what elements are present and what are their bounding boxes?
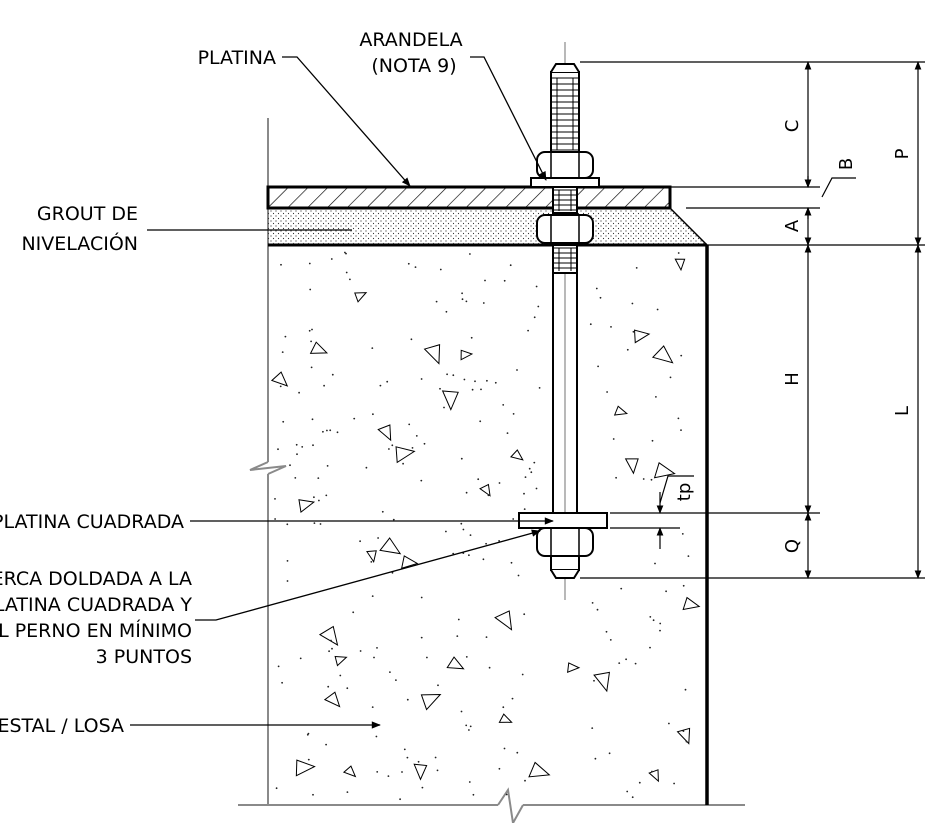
dimension-q: Q [782,539,803,553]
label-grout: GROUT DE [37,203,138,225]
bolt-thread-lower [553,247,577,271]
label-pedestal: PEDESTAL / LOSA [0,715,124,737]
dimension-b: B [836,158,857,170]
leveling-grout [268,206,708,246]
anchor-bolt [518,42,608,600]
label-weld-note-4: 3 PUNTOS [96,646,192,668]
dimension-a: A [782,219,803,232]
label-platina-cuadrada: PLATINA CUADRADA [0,511,184,533]
dimension-h: H [782,372,803,386]
washer [530,177,600,188]
dimension-tp: tp [674,483,695,501]
bolt-thread-middle [553,189,577,211]
label-weld-note-2: PLATINA CUADRADA Y [0,594,192,616]
dimension-lines [580,61,925,579]
label-platina: PLATINA [198,47,276,69]
label-grout-nivelacion: NIVELACIÓN [21,231,138,255]
leader-lines [130,56,554,729]
dimension-c: C [782,120,803,133]
concrete-aggregate-texture [270,251,701,801]
label-arandela: ARANDELA [359,29,462,51]
dimension-p: P [892,148,913,159]
bolt-thread-top [551,77,579,151]
top-nut [536,151,594,179]
dimension-l: L [892,406,913,416]
leveling-nut [536,214,594,244]
label-arandela-note: (NOTA 9) [371,55,456,77]
label-weld-note-1: TUERCA DOLDADA A LA [0,568,192,590]
label-weld-note-3: AL PERNO EN MÍNIMO [0,619,192,642]
bottom-nut [536,527,594,557]
base-plate [266,185,672,210]
